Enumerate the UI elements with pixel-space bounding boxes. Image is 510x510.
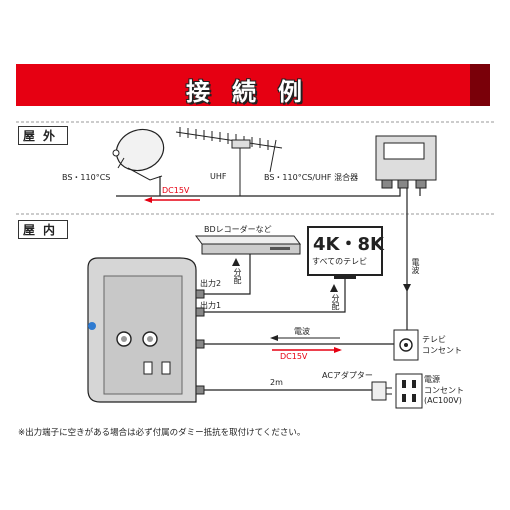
tv-icon <box>307 226 383 279</box>
title-banner-edge <box>470 64 490 106</box>
title-banner <box>16 64 490 106</box>
tv-outlet-icon <box>393 329 419 361</box>
out2-label: 出力2 <box>200 279 222 288</box>
ac-adapter-icon <box>371 381 392 401</box>
cable-out1-tv <box>204 279 346 313</box>
bs-antenna-label: BS・110°CS <box>62 173 111 182</box>
uhf-label: UHF <box>210 172 227 181</box>
length-label: 2m <box>270 378 283 387</box>
booster-device-icon <box>87 257 205 403</box>
cable-uhf-mixer <box>419 188 421 196</box>
tv-sub-label: すべてのテレビ <box>312 257 368 266</box>
denpa-vertical-arrow <box>403 284 411 292</box>
bunpa-label-1: 分配 <box>233 268 242 284</box>
section-outdoor: 屋外 <box>18 126 69 145</box>
section-indoor: 屋内 <box>18 220 69 239</box>
tv-big-label: 4K・8K <box>313 234 384 255</box>
tv-outlet-label: テレビ コンセント <box>422 335 462 355</box>
cable-bs-mixer <box>116 176 401 197</box>
cable-out2-bd <box>204 254 251 295</box>
dc15v-bottom-label: DC15V <box>280 352 308 361</box>
bunpa-arrow-2 <box>330 284 338 292</box>
footnote: ※出力端子に空きがある場合は必ず付属のダミー抵抗を取付けてください。 <box>18 428 306 438</box>
bunpa-arrow-1 <box>232 258 240 266</box>
bunpa-label-2: 分配 <box>331 294 340 310</box>
bd-recorder-icon <box>195 235 301 255</box>
mixer-label: BS・110°CS/UHF 混合器 <box>264 173 359 182</box>
ac-adapter-label: ACアダプター <box>322 371 373 380</box>
dc15v-top-label: DC15V <box>162 186 190 195</box>
out1-label: 出力1 <box>200 301 222 310</box>
bd-recorder-label: BDレコーダーなど <box>204 225 272 234</box>
power-outlet-label: 電源 コンセント (AC100V) <box>424 375 464 405</box>
mixer-box-icon <box>375 135 437 189</box>
bs-dish-icon <box>112 128 165 181</box>
uhf-antenna-icon <box>175 127 283 196</box>
page-title: 接続例 <box>186 78 324 106</box>
denpa-vertical-label: 電波 <box>411 258 420 274</box>
denpa-label: 電波 <box>294 327 310 336</box>
power-outlet-icon <box>395 373 423 409</box>
